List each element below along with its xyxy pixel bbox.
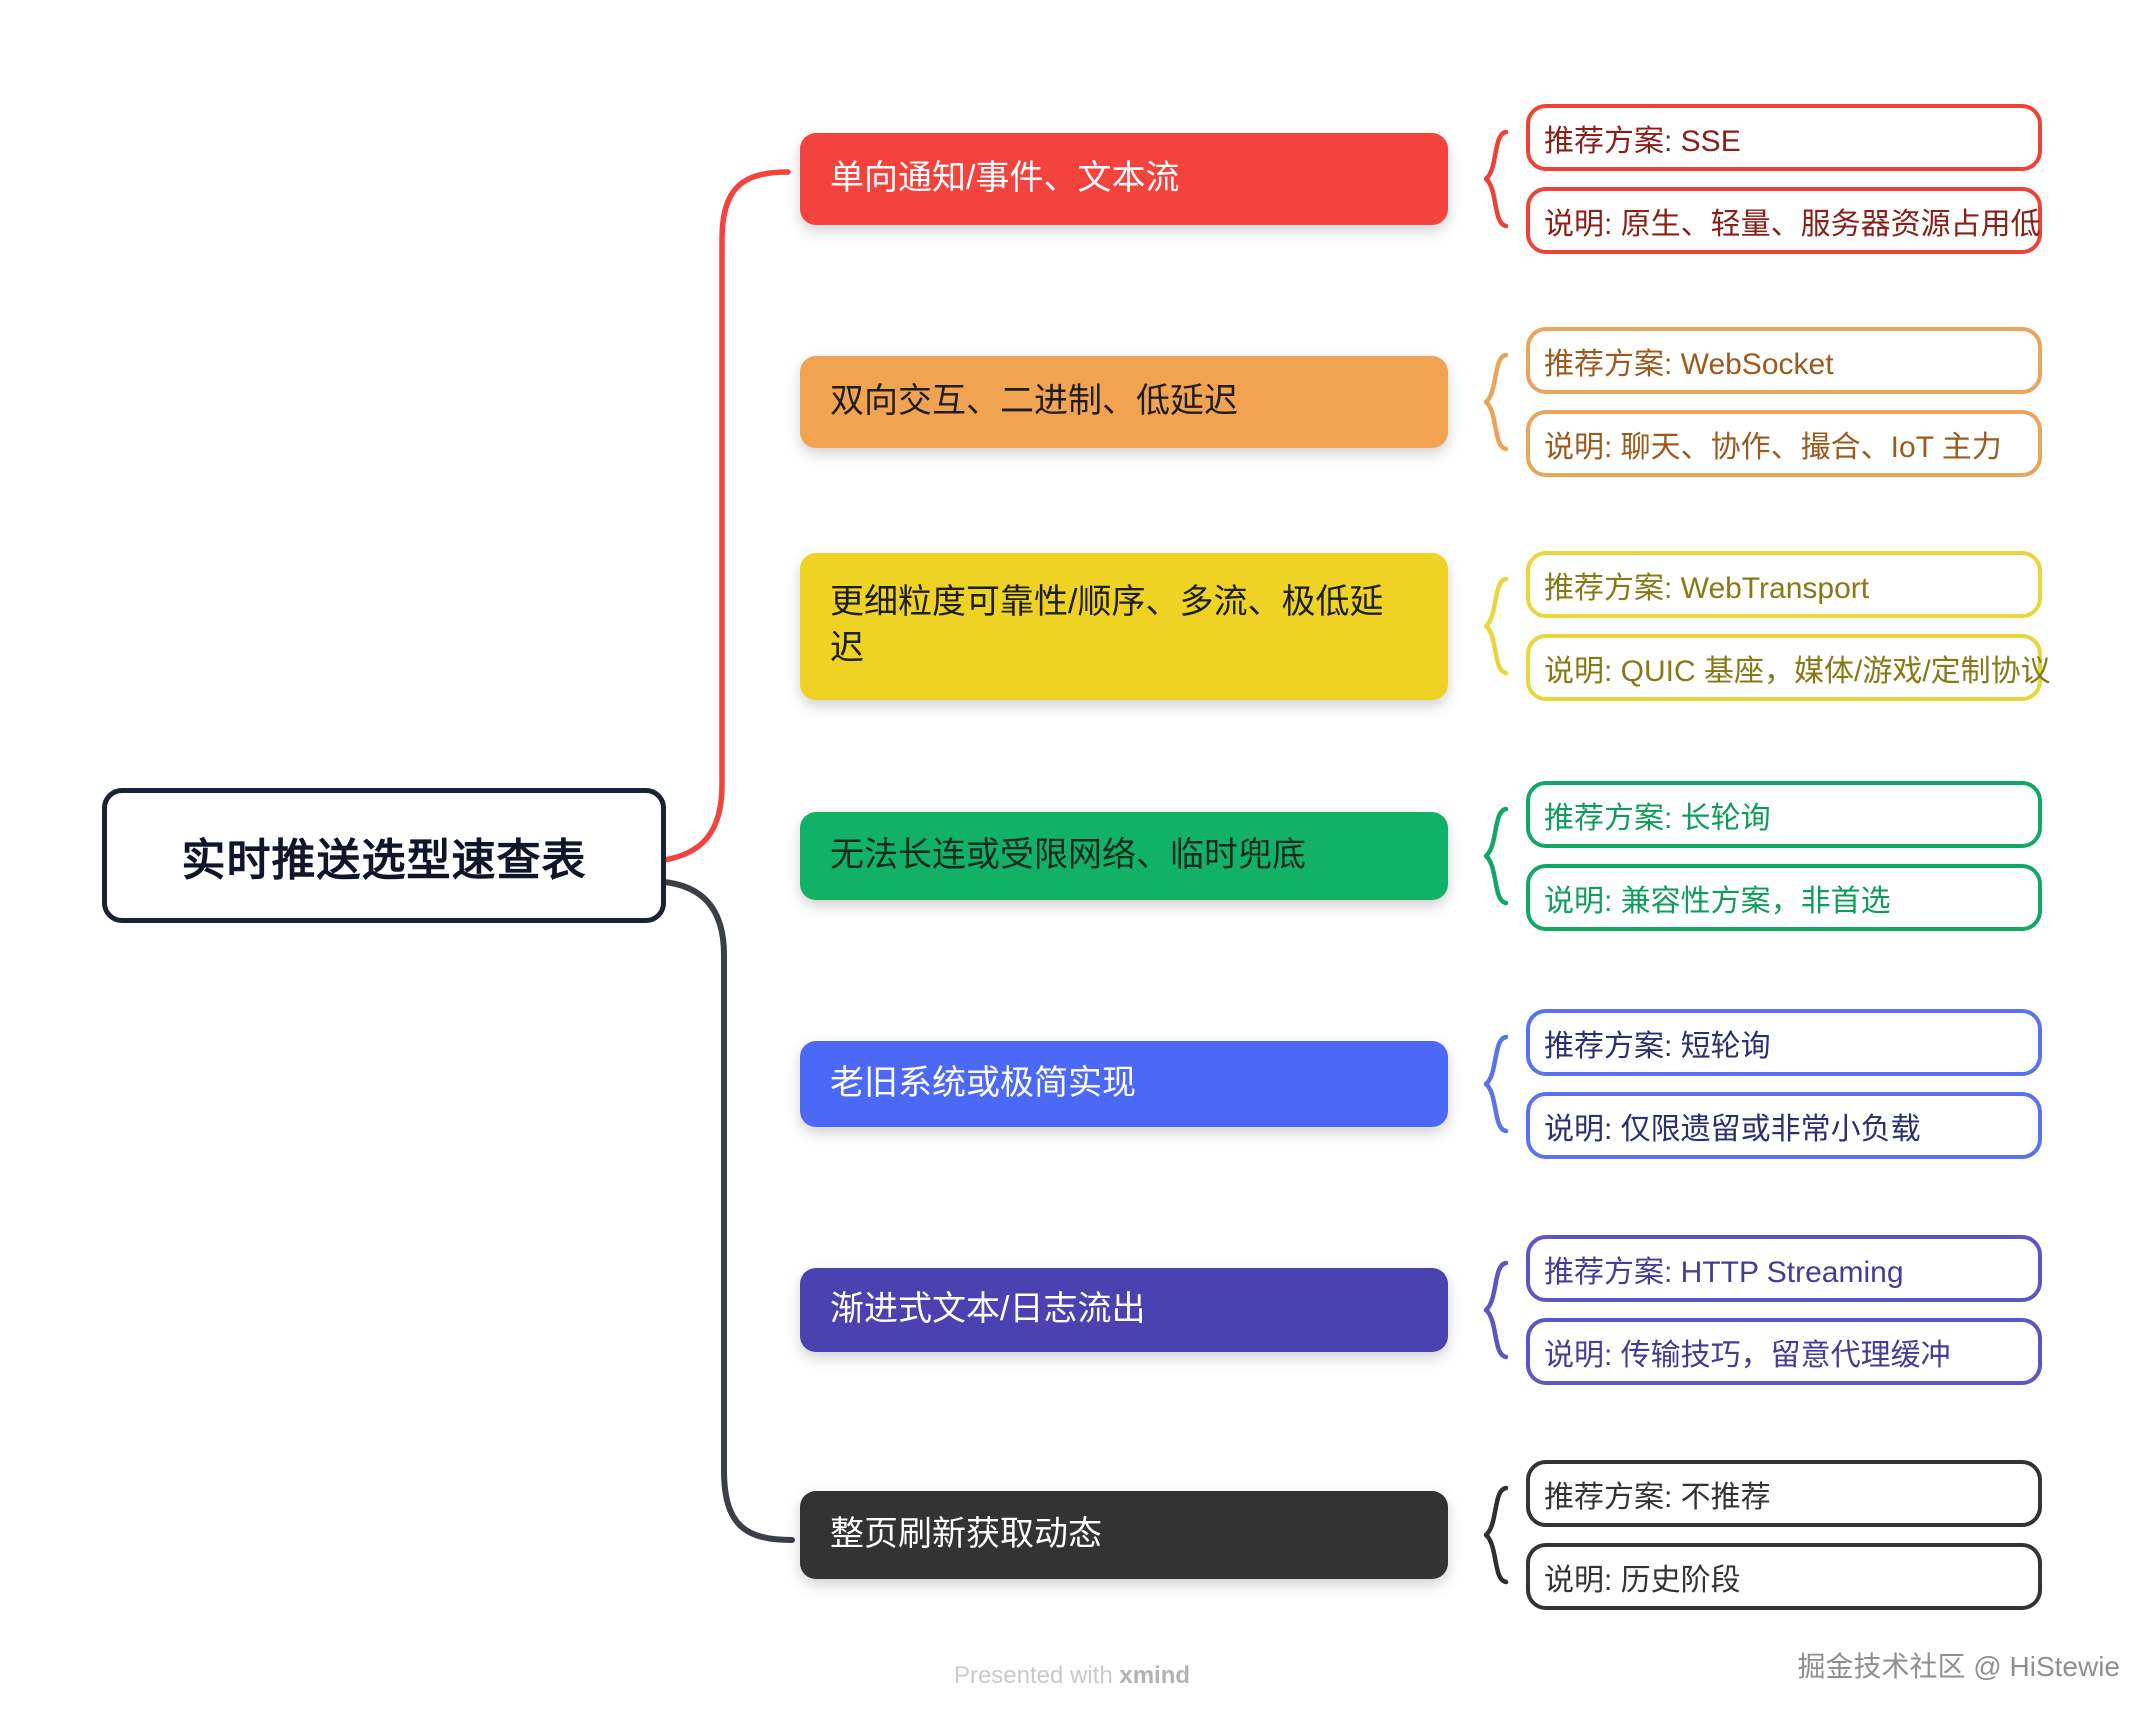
watermark-brand: xmind	[1119, 1662, 1191, 1689]
note-node[interactable]: 说明: 原生、轻量、服务器资源占用低	[1526, 187, 2042, 254]
recommendation-node[interactable]: 推荐方案: 长轮询	[1526, 781, 2042, 848]
author-credit: 掘金技术社区 @ HiStewie	[1797, 1651, 2120, 1682]
note-node[interactable]: 说明: QUIC 基座，媒体/游戏/定制协议	[1526, 634, 2051, 701]
branch-topic-one-way[interactable]: 单向通知/事件、文本流	[800, 133, 1448, 225]
note-node[interactable]: 说明: 聊天、协作、撮合、IoT 主力	[1526, 410, 2042, 477]
brace-icon	[1483, 1034, 1509, 1134]
recommendation-node[interactable]: 推荐方案: 不推荐	[1526, 1460, 2042, 1527]
brace-icon	[1483, 1260, 1509, 1360]
branch-topic-fine-grained[interactable]: 更细粒度可靠性/顺序、多流、极低延迟	[800, 552, 1448, 700]
branch-topic-restricted-network[interactable]: 无法长连或受限网络、临时兜底	[800, 812, 1448, 900]
connector-top-branch	[661, 169, 791, 863]
note-node[interactable]: 说明: 历史阶段	[1526, 1543, 2042, 1610]
recommendation-node[interactable]: 推荐方案: 短轮询	[1526, 1009, 2042, 1076]
brace-icon	[1483, 806, 1509, 906]
branch-topic-legacy-simple[interactable]: 老旧系统或极简实现	[800, 1041, 1448, 1127]
note-node[interactable]: 说明: 兼容性方案，非首选	[1526, 864, 2042, 931]
watermark-prefix: Presented with	[953, 1662, 1120, 1689]
recommendation-node[interactable]: 推荐方案: WebSocket	[1526, 327, 2042, 394]
branch-topic-bidirectional[interactable]: 双向交互、二进制、低延迟	[800, 356, 1448, 448]
brace-icon	[1483, 576, 1509, 676]
note-node[interactable]: 说明: 传输技巧，留意代理缓冲	[1526, 1318, 2042, 1385]
branch-topic-full-page-refresh[interactable]: 整页刷新获取动态	[800, 1491, 1448, 1579]
brace-icon	[1483, 1485, 1509, 1585]
connector-bottom-branch	[661, 879, 795, 1543]
note-node[interactable]: 说明: 仅限遗留或非常小负载	[1526, 1092, 2042, 1159]
recommendation-node[interactable]: 推荐方案: SSE	[1526, 104, 2042, 171]
root-topic[interactable]: 实时推送选型速查表	[102, 788, 666, 923]
brace-icon	[1483, 129, 1509, 229]
recommendation-node[interactable]: 推荐方案: WebTransport	[1526, 551, 2042, 618]
xmind-watermark: Presented with xmind	[0, 1662, 2144, 1690]
recommendation-node[interactable]: 推荐方案: HTTP Streaming	[1526, 1235, 2042, 1302]
branch-topic-progressive-stream[interactable]: 渐进式文本/日志流出	[800, 1268, 1448, 1352]
brace-icon	[1483, 352, 1509, 452]
